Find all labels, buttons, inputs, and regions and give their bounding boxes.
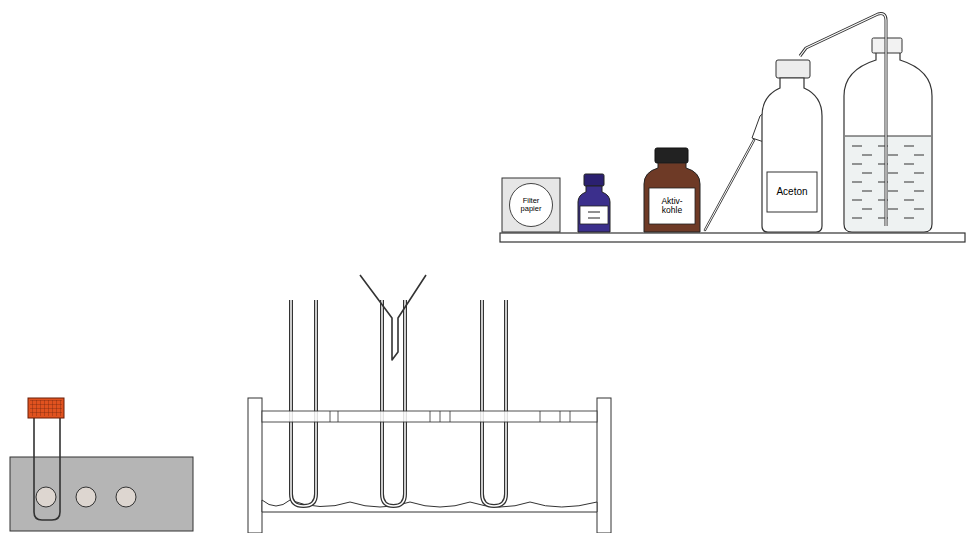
shelf bbox=[500, 233, 965, 242]
funnel bbox=[360, 275, 426, 360]
activated-charcoal-bottle bbox=[644, 148, 700, 232]
filter-paper-box bbox=[502, 178, 560, 232]
test-tube-rack bbox=[248, 275, 611, 533]
acetone-bottle bbox=[762, 60, 822, 232]
bottle-label: Aktiv- kohle bbox=[651, 190, 693, 222]
bottle-label: Aceton bbox=[769, 174, 815, 210]
label-text: Aceton bbox=[776, 187, 807, 198]
heating-block bbox=[10, 398, 193, 531]
label-text: Filter papier bbox=[512, 197, 550, 213]
filter-paper-label: Filter papier bbox=[509, 183, 553, 227]
wash-bottle bbox=[800, 14, 932, 232]
small-blue-bottle bbox=[578, 174, 610, 232]
label-text: Aktiv- kohle bbox=[653, 197, 691, 215]
pipette bbox=[705, 113, 770, 230]
